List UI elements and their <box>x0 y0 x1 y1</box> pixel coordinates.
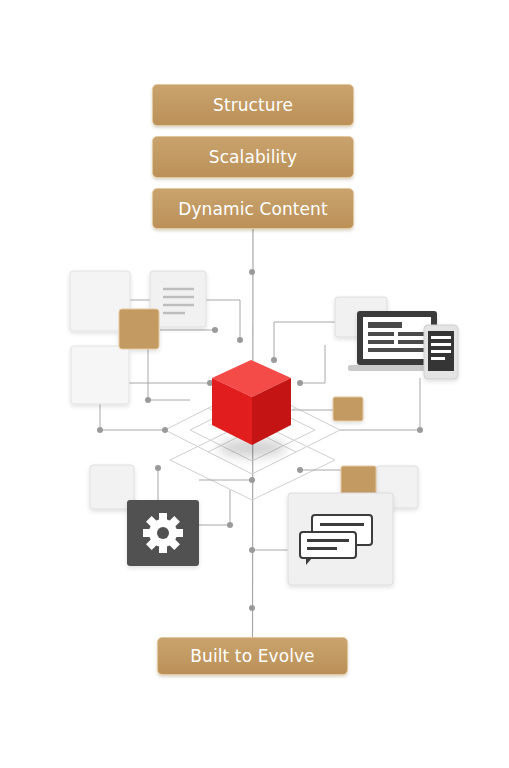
document-lines-part <box>163 288 194 291</box>
wire-dots-part <box>417 427 423 433</box>
chat-bubbles-part <box>300 532 356 558</box>
wire-dots-part <box>249 269 255 275</box>
document-lines-part <box>163 296 194 299</box>
connector-wires-part <box>199 490 230 525</box>
lower-cards-part <box>127 500 199 566</box>
device-icons-part <box>398 332 426 336</box>
device-icons-part <box>368 322 402 328</box>
box-label: Dynamic Content <box>178 199 328 219</box>
device-icons-part <box>333 397 363 421</box>
wire-dots-part <box>249 547 255 553</box>
connector-wires-part <box>300 345 325 383</box>
device-icons-part <box>431 350 451 353</box>
wire-dots-part <box>97 427 103 433</box>
left-cards-part <box>71 346 129 404</box>
document-lines-part <box>163 312 185 315</box>
label-box: Structure <box>152 84 354 126</box>
device-icons <box>333 297 458 421</box>
document-lines <box>163 289 194 313</box>
device-icons-part <box>363 317 431 359</box>
chat-bubbles-part <box>306 558 312 565</box>
box-label: Structure <box>213 95 293 115</box>
device-icons-part <box>424 325 458 379</box>
connector-wires-part <box>274 322 335 323</box>
device-icons-part <box>431 336 451 339</box>
red-cube-part <box>252 378 291 445</box>
label-box: Built to Evolve <box>157 637 348 675</box>
box-label: Scalability <box>209 147 297 167</box>
gear-hole <box>157 527 169 539</box>
connector-wires-part <box>160 330 215 331</box>
left-cards <box>70 271 206 404</box>
lower-cards-part <box>341 466 376 497</box>
chat-bubbles <box>300 515 372 565</box>
left-cards-part <box>119 309 159 349</box>
label-box: Dynamic Content <box>152 188 354 229</box>
label-box: Scalability <box>152 136 354 178</box>
device-icons-part <box>398 340 426 344</box>
wire-dots-part <box>212 327 218 333</box>
connector-wires-part <box>300 470 341 471</box>
wire-dots-part <box>297 380 303 386</box>
connector-wires-part <box>252 550 288 551</box>
connector-wires-part <box>148 349 190 400</box>
wire-dots-part <box>271 357 277 363</box>
wire-dots-part <box>162 427 168 433</box>
wire-dots-part <box>297 467 303 473</box>
lower-cards-part <box>288 493 393 585</box>
wire-dots-part <box>145 397 151 403</box>
red-cube-part <box>212 378 252 445</box>
connector-wires-part <box>206 300 240 340</box>
wire-dots-part <box>227 522 233 528</box>
lower-cards <box>90 465 418 585</box>
red-cube <box>212 360 291 445</box>
chat-bubbles-part <box>307 539 349 542</box>
connector-wires-part <box>158 468 159 500</box>
device-icons-part <box>428 331 454 371</box>
wire-dots-part <box>155 465 161 471</box>
device-icons-part <box>368 348 426 352</box>
chat-bubbles-part <box>307 547 337 550</box>
document-lines-part <box>163 304 194 307</box>
connector-wires-part <box>129 383 210 384</box>
device-icons-part <box>431 357 445 360</box>
connector-wires-part <box>100 404 165 430</box>
box-label: Built to Evolve <box>190 646 314 666</box>
wire-dots-part <box>237 337 243 343</box>
gear-body <box>149 519 177 547</box>
device-icons-part <box>368 332 394 336</box>
connector-wires-part <box>199 480 252 481</box>
chat-bubbles-part <box>320 523 364 526</box>
connector-wires-part <box>292 410 333 411</box>
device-icons-part <box>368 340 394 344</box>
gear-icon <box>143 513 183 553</box>
wire-dots-part <box>249 605 255 611</box>
wire-dots-part <box>249 477 255 483</box>
device-icons-part <box>431 343 451 346</box>
connector-wires-part <box>274 322 275 360</box>
connector-wires-part <box>130 300 150 301</box>
